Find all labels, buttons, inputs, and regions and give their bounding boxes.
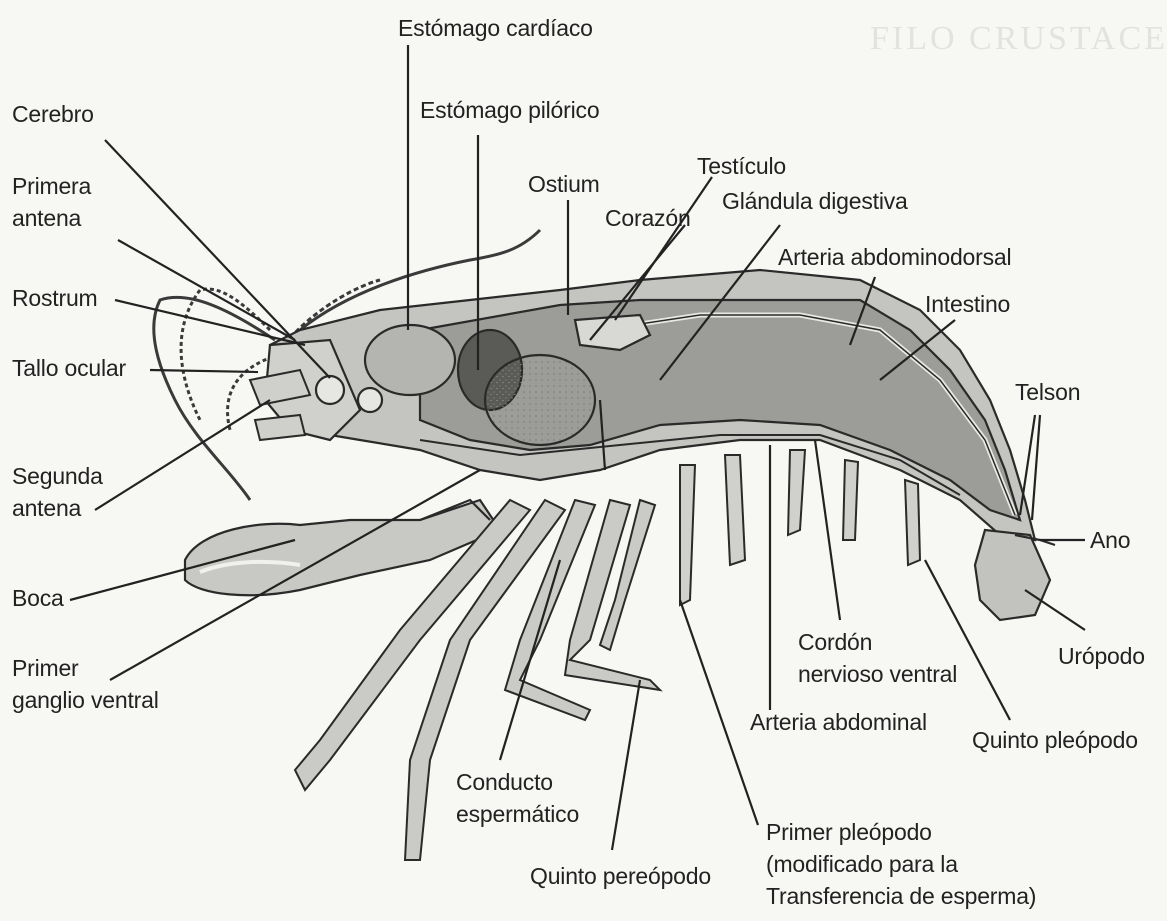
label-estomago-cardiaco: Estómago cardíaco — [398, 14, 593, 43]
label-telson: Telson — [1015, 378, 1080, 407]
label-arteria-abdominal: Arteria abdominal — [750, 708, 927, 737]
label-ostium: Ostium — [528, 170, 600, 199]
label-intestino: Intestino — [925, 290, 1010, 319]
label-primer-pleopodo-line1: Primer pleópodo — [766, 818, 932, 847]
label-conducto-line2: espermático — [456, 800, 579, 829]
label-rostrum: Rostrum — [12, 284, 98, 313]
label-primera-antena-line2: antena — [12, 204, 81, 233]
label-ano: Ano — [1090, 526, 1130, 555]
label-uropodo: Urópodo — [1058, 642, 1145, 671]
label-cordon-line1: Cordón — [798, 628, 872, 657]
label-estomago-pilorico: Estómago pilórico — [420, 96, 599, 125]
label-cordon-line2: nervioso ventral — [798, 660, 957, 689]
label-primera-antena-line1: Primera — [12, 172, 91, 201]
label-primer-ganglio-line2: ganglio ventral — [12, 686, 159, 715]
body — [265, 270, 1035, 540]
pleopods — [680, 450, 920, 605]
label-tallo-ocular: Tallo ocular — [12, 354, 126, 383]
label-testiculo: Testículo — [697, 152, 786, 181]
label-segunda-antena-line2: antena — [12, 494, 81, 523]
label-quinto-pereopodo: Quinto pereópodo — [530, 862, 711, 891]
label-boca: Boca — [12, 584, 64, 613]
label-quinto-pleopodo: Quinto pleópodo — [972, 726, 1138, 755]
label-glandula-digestiva: Glándula digestiva — [722, 187, 908, 216]
uropod-telson — [975, 530, 1055, 620]
label-primer-pleopodo-line3: Transferencia de esperma) — [766, 882, 1036, 911]
label-arteria-abdominodorsal: Arteria abdominodorsal — [778, 243, 1011, 272]
label-corazon: Corazón — [605, 204, 691, 233]
label-conducto-line1: Conducto — [456, 768, 553, 797]
label-primer-ganglio-line1: Primer — [12, 654, 79, 683]
label-cerebro: Cerebro — [12, 100, 94, 129]
label-segunda-antena-line1: Segunda — [12, 462, 103, 491]
label-primer-pleopodo-line2: (modificado para la — [766, 850, 958, 879]
